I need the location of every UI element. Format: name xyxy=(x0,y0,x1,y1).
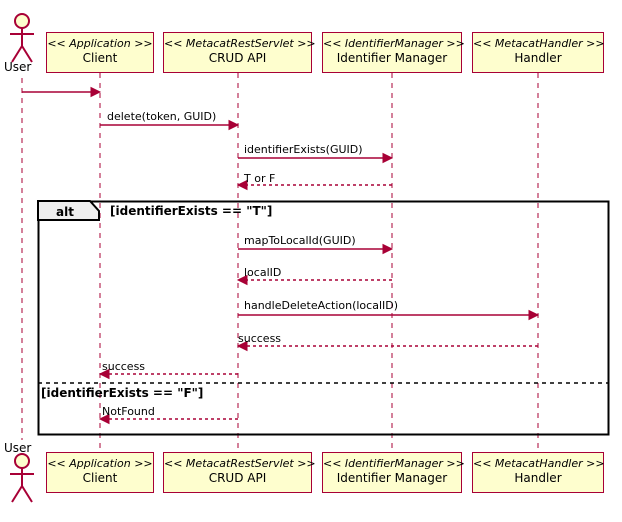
message-arrowhead-2 xyxy=(382,152,394,164)
participant-box-handler-bottom: << MetacatHandler >>Handler xyxy=(472,452,605,493)
participant-name-client-bottom: Client xyxy=(82,470,118,485)
message-label-9: NotFound xyxy=(102,405,155,418)
message-label-4: mapToLocalId(GUID) xyxy=(244,234,356,247)
message-arrowhead-6 xyxy=(528,309,540,321)
participant-box-client-top: << Application >>Client xyxy=(46,32,154,73)
participant-stereotype-handler-bottom: << MetacatHandler >> xyxy=(473,457,605,470)
message-arrowhead-8 xyxy=(98,368,110,380)
actor-label-user-top: User xyxy=(4,60,32,74)
participant-name-identifier-manager-bottom: Identifier Manager xyxy=(336,470,448,485)
message-arrowhead-9 xyxy=(98,413,110,425)
participant-name-crud-api-top: CRUD API xyxy=(208,50,267,65)
actor-figure-top xyxy=(10,13,34,63)
participant-stereotype-handler-top: << MetacatHandler >> xyxy=(473,37,605,50)
fragment-frame xyxy=(37,200,610,436)
participant-stereotype-client-top: << Application >> xyxy=(47,37,153,50)
participant-name-crud-api-bottom: CRUD API xyxy=(208,470,267,485)
participant-box-client-bottom: << Application >>Client xyxy=(46,452,154,493)
participant-name-identifier-manager-top: Identifier Manager xyxy=(336,50,448,65)
participant-stereotype-identifier-manager-bottom: << IdentifierManager >> xyxy=(323,457,465,470)
participant-box-identifier-manager-bottom: << IdentifierManager >>Identifier Manage… xyxy=(322,452,465,493)
actor-label-user-bottom: User xyxy=(4,441,32,455)
participant-stereotype-identifier-manager-top: << IdentifierManager >> xyxy=(323,37,465,50)
message-arrowhead-5 xyxy=(236,274,248,286)
message-label-5: localID xyxy=(244,266,282,279)
participant-name-client-top: Client xyxy=(82,50,118,65)
message-arrowhead-4 xyxy=(382,243,394,255)
message-label-8: success xyxy=(102,360,146,373)
message-label-2: identifierExists(GUID) xyxy=(244,143,363,156)
participant-box-handler-top: << MetacatHandler >>Handler xyxy=(472,32,605,73)
message-label-6: handleDeleteAction(localID) xyxy=(244,299,399,312)
message-arrowhead-1 xyxy=(228,119,240,131)
message-arrowhead-0 xyxy=(90,86,102,98)
actor-figure-bottom xyxy=(10,453,34,503)
participant-name-handler-top: Handler xyxy=(514,50,562,65)
fragment-guard-1: [identifierExists == "F"] xyxy=(41,386,204,400)
message-label-3: T or F xyxy=(244,172,276,185)
participant-name-handler-bottom: Handler xyxy=(514,470,562,485)
participant-stereotype-client-bottom: << Application >> xyxy=(47,457,153,470)
participant-stereotype-crud-api-top: << MetacatRestServlet >> xyxy=(164,37,316,50)
participant-stereotype-crud-api-bottom: << MetacatRestServlet >> xyxy=(164,457,316,470)
message-arrowhead-7 xyxy=(236,340,248,352)
message-label-7: success xyxy=(238,332,282,345)
participant-box-crud-api-top: << MetacatRestServlet >>CRUD API xyxy=(163,32,316,73)
fragment-header-shape xyxy=(37,200,100,221)
message-arrowhead-3 xyxy=(236,179,248,191)
message-label-1: delete(token, GUID) xyxy=(107,110,217,123)
participant-box-crud-api-bottom: << MetacatRestServlet >>CRUD API xyxy=(163,452,316,493)
fragment-kind-label: alt xyxy=(56,205,74,219)
participant-box-identifier-manager-top: << IdentifierManager >>Identifier Manage… xyxy=(322,32,465,73)
fragment-guard-0: [identifierExists == "T"] xyxy=(110,204,273,218)
